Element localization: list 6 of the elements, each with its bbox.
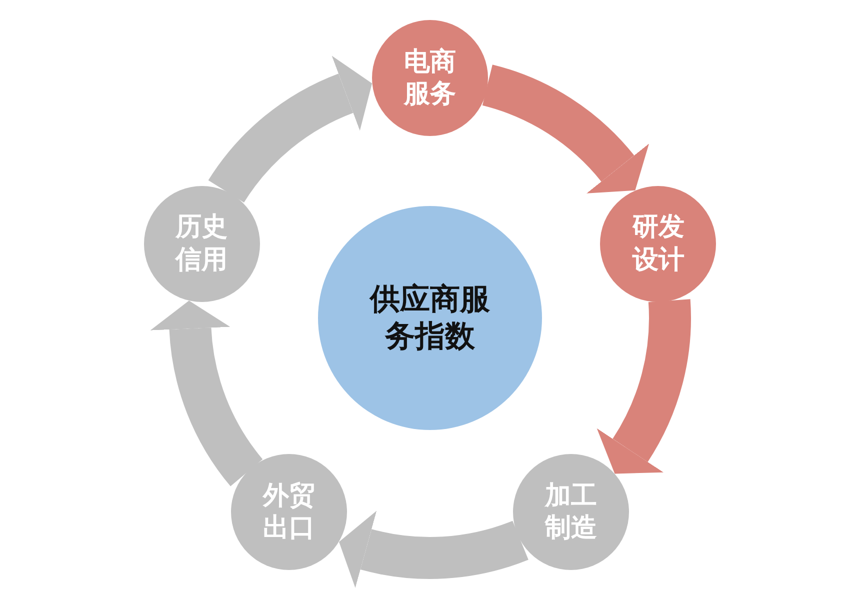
stage-label: 外贸出口 — [262, 480, 316, 545]
stage-label: 历史信用 — [174, 211, 229, 276]
hub-label: 供应商服务指数 — [368, 280, 491, 356]
stage-label: 电商服务 — [402, 46, 457, 110]
stage-label: 研发设计 — [631, 211, 686, 276]
stage-label: 加工制造 — [544, 480, 598, 545]
